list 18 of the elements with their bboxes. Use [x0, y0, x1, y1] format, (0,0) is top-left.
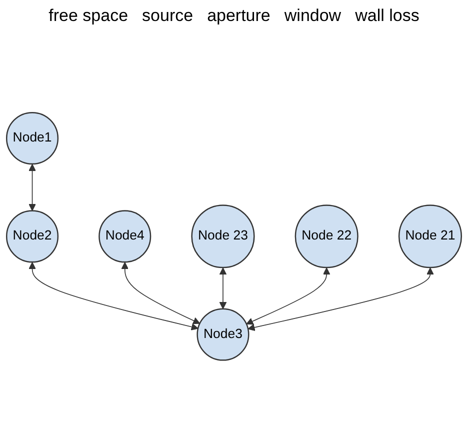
arrow	[246, 267, 330, 324]
node-circle: Node 23	[191, 204, 255, 268]
annotation-text: wall loss	[355, 6, 420, 26]
annotation-text: aperture	[207, 6, 270, 26]
annotation-text: free space	[48, 6, 128, 26]
arrow	[219, 267, 227, 309]
annotation-text: window	[284, 6, 342, 26]
annotation-text: source	[142, 6, 194, 26]
node-circle: Node4	[98, 210, 152, 262]
node-circle: Node 21	[398, 204, 462, 268]
arrow	[28, 262, 198, 330]
arrow	[248, 267, 434, 331]
node-circle: Node3	[196, 308, 250, 360]
node-circle: Node2	[6, 210, 59, 262]
node-circle: Node1	[6, 112, 59, 164]
arrow	[28, 164, 36, 211]
node-circle: Node 22	[294, 204, 358, 268]
arrow	[121, 262, 200, 324]
